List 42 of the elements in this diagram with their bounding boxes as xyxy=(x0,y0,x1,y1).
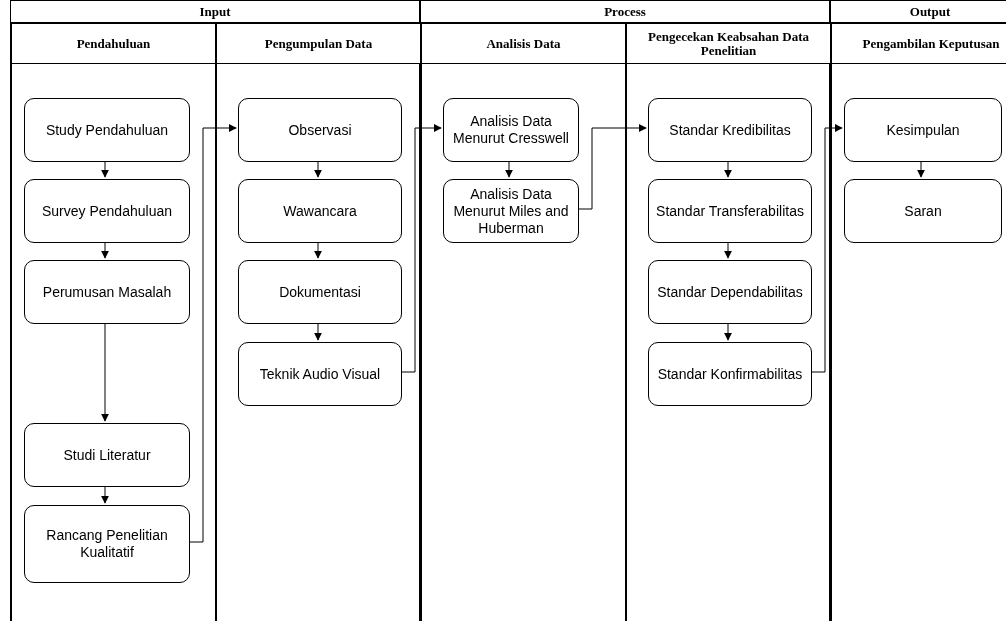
swimlane xyxy=(421,23,626,621)
box-label: Analisis Data Menurut Cresswell xyxy=(452,113,570,147)
process-box xyxy=(648,98,812,162)
process-box xyxy=(24,423,190,487)
swimlane xyxy=(626,23,831,621)
lane-title: Pengecekan Keabsahan Data Penelitian xyxy=(627,24,830,64)
process-box xyxy=(24,505,190,583)
box-label: Dokumentasi xyxy=(278,283,362,301)
box-label: Analisis Data Menurut Miles and Huberman xyxy=(452,185,570,237)
box-label: Perumusan Masalah xyxy=(41,283,173,301)
process-box xyxy=(443,179,579,243)
swimlane xyxy=(420,0,830,621)
process-box xyxy=(238,342,402,406)
box-label: Wawancara xyxy=(282,202,358,220)
box-label: Standar Kredibilitas xyxy=(668,121,792,139)
process-box xyxy=(648,179,812,243)
box-label: Standar Transferabilitas xyxy=(655,202,805,220)
process-box xyxy=(24,98,190,162)
swimlane xyxy=(10,0,420,621)
box-label: Saran xyxy=(903,202,943,220)
box-label: Teknik Audio Visual xyxy=(258,365,382,383)
box-label: Rancang Penelitian Kualitatif xyxy=(45,527,169,561)
process-box xyxy=(844,98,1002,162)
box-label: Standar Konfirmabilitas xyxy=(656,365,804,383)
swimlane xyxy=(11,23,216,621)
process-box xyxy=(648,260,812,324)
box-label: Kesimpulan xyxy=(885,121,961,139)
process-box xyxy=(648,342,812,406)
lane-title: Pengumpulan Data xyxy=(217,24,420,64)
swimlane xyxy=(216,23,421,621)
process-box xyxy=(238,98,402,162)
process-box xyxy=(443,98,579,162)
box-label: Survey Pendahuluan xyxy=(41,202,173,220)
box-label: Studi Literatur xyxy=(62,446,152,464)
process-box xyxy=(238,179,402,243)
process-box xyxy=(24,260,190,324)
process-box xyxy=(238,260,402,324)
process-box xyxy=(844,179,1002,243)
box-label: Standar Dependabilitas xyxy=(656,283,804,301)
box-label: Observasi xyxy=(287,121,353,139)
process-box xyxy=(24,179,190,243)
box-label: Study Pendahuluan xyxy=(44,121,170,139)
